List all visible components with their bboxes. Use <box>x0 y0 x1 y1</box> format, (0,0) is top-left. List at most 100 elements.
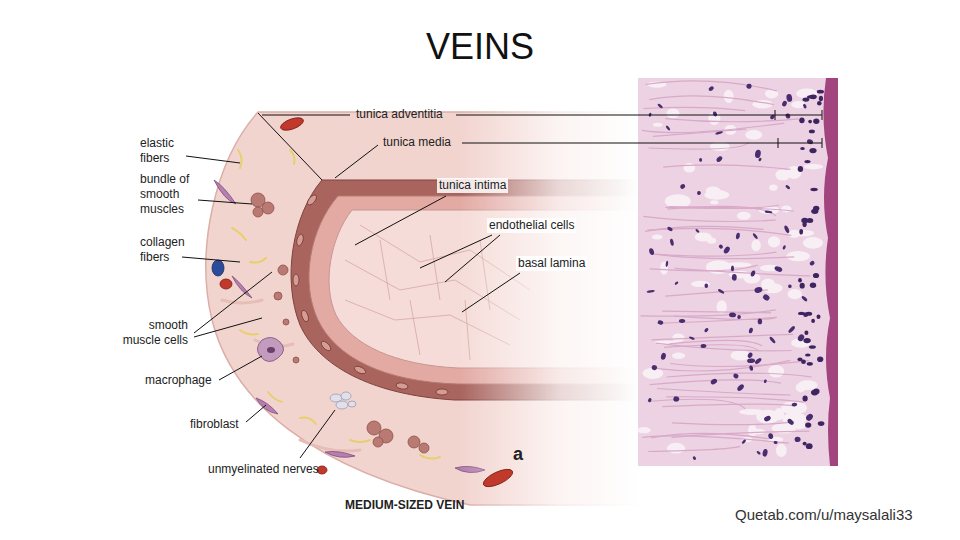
cell-nucleus <box>700 344 706 348</box>
part-label: tunica media <box>383 135 451 150</box>
cell-nucleus <box>657 320 664 326</box>
cell-nucleus <box>813 389 819 395</box>
cell-nucleus <box>723 246 731 255</box>
cell-nucleus <box>651 364 658 370</box>
cell-nucleus <box>758 157 762 161</box>
tissue-space <box>667 108 680 118</box>
panel-letter: a <box>513 443 523 466</box>
cell-nucleus <box>705 284 709 288</box>
cell-nucleus <box>811 209 818 214</box>
cell-nucleus <box>806 138 814 145</box>
cell-nucleus <box>756 450 761 455</box>
cell-nucleus <box>787 325 795 334</box>
cell-nucleus <box>785 113 791 119</box>
cell-nucleus <box>689 336 695 340</box>
cell-nucleus <box>679 319 686 323</box>
tissue-space <box>768 365 784 378</box>
collagen-strand <box>643 107 745 110</box>
cell-nucleus <box>791 403 797 407</box>
tissue-space <box>672 353 685 359</box>
cell-nucleus <box>646 290 654 294</box>
unmyelinated-nerve <box>330 392 356 409</box>
cell-nucleus <box>804 331 808 336</box>
cell-nucleus <box>803 338 810 343</box>
cell-nucleus <box>754 149 761 158</box>
cell-nucleus <box>817 101 822 106</box>
cell-nucleus <box>732 274 737 281</box>
cell-nucleus <box>817 357 823 363</box>
cell-nucleus <box>802 103 807 109</box>
cell-nucleus <box>818 421 825 426</box>
collagen-strand <box>663 165 790 169</box>
watermark: Quetab.com/u/maysalali33 <box>735 506 913 525</box>
cell-nucleus <box>809 345 816 349</box>
part-label: endothelial cells <box>487 218 576 233</box>
cell-nucleus <box>736 232 741 239</box>
tissue-space <box>762 283 782 293</box>
fade-overlay <box>460 100 642 512</box>
cell-nucleus <box>737 315 741 319</box>
cell-nucleus <box>799 117 804 123</box>
tissue-space <box>667 443 685 454</box>
cell-nucleus <box>807 95 813 98</box>
cell-nucleus <box>786 94 793 103</box>
cell-nucleus <box>806 443 813 449</box>
cell-nucleus <box>781 100 787 107</box>
cell-nucleus <box>717 288 724 294</box>
cell-nucleus <box>763 379 767 383</box>
cell-nucleus <box>786 418 794 426</box>
collagen-strand <box>665 290 768 296</box>
tissue-space <box>745 130 762 140</box>
cell-nucleus <box>803 442 807 446</box>
tissue-space <box>706 187 721 195</box>
cell-nucleus <box>801 360 806 365</box>
cell-nucleus <box>729 312 737 318</box>
part-label: fibroblast <box>190 417 239 432</box>
tissue-space <box>660 261 668 274</box>
cell-nucleus <box>699 158 702 162</box>
cell-nucleus <box>754 286 763 293</box>
tissue-space <box>786 251 810 261</box>
cell-nucleus <box>813 119 819 124</box>
tissue-space <box>798 380 818 390</box>
cell-nucleus <box>665 261 668 267</box>
cell-nucleus <box>809 260 815 266</box>
cell-nucleus <box>817 90 824 94</box>
cell-nucleus <box>794 437 800 443</box>
cell-nucleus <box>810 283 816 288</box>
tissue-space <box>756 410 779 424</box>
cell-nucleus <box>665 125 671 131</box>
tissue-space <box>804 164 823 169</box>
collagen-strand <box>665 119 799 122</box>
tissue-space <box>748 424 756 437</box>
cell-nucleus <box>782 245 786 250</box>
part-label: bundle of smooth muscles <box>140 172 200 217</box>
micrograph-endothelium <box>823 78 838 466</box>
cell-nucleus <box>773 441 777 444</box>
collagen-strand <box>655 252 776 256</box>
collagen-strand <box>642 123 784 132</box>
cell-nucleus <box>774 265 783 272</box>
cell-nucleus <box>692 456 696 461</box>
collagen-strand <box>675 268 811 276</box>
blood-vessel <box>481 466 515 490</box>
tissue-space <box>637 427 650 433</box>
cell-nucleus <box>800 283 805 289</box>
cell-nucleus <box>667 226 674 232</box>
cell-nucleus <box>785 184 791 189</box>
collagen-strand <box>653 360 791 371</box>
cell-nucleus <box>800 147 805 150</box>
cell-nucleus <box>808 120 812 124</box>
cell-nucleus <box>798 166 803 172</box>
cell-nucleus <box>679 183 686 190</box>
collagen-strand <box>649 96 774 105</box>
smooth-muscle-cells <box>293 193 448 395</box>
cell-nucleus <box>801 218 808 223</box>
cell-nucleus <box>764 210 772 213</box>
fibroblast-cell <box>214 180 485 473</box>
cell-nucleus <box>783 225 790 234</box>
cell-nucleus <box>704 327 710 333</box>
part-label: basal lamina <box>516 256 587 271</box>
part-label: macrophage <box>145 373 212 388</box>
cell-nucleus <box>648 248 654 256</box>
